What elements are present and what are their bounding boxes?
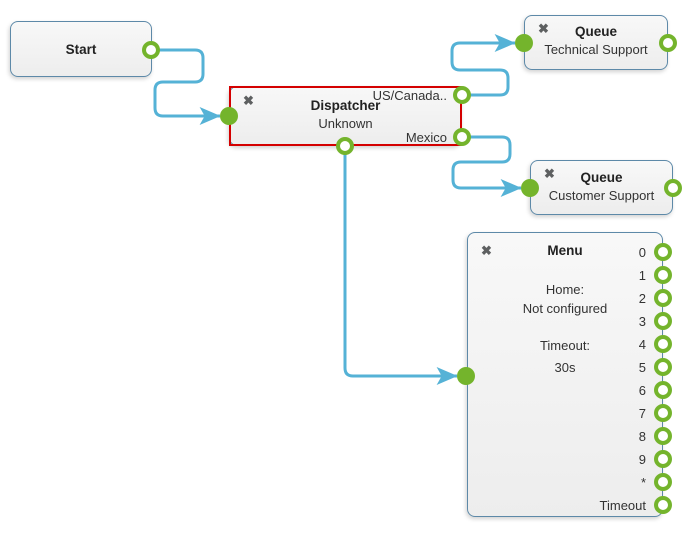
menu-port-label-1: 1: [638, 268, 646, 283]
node-queue-customer-support[interactable]: ✖ Queue Customer Support: [530, 160, 673, 215]
menu-home-value: Not configured: [522, 301, 608, 316]
output-label-mexico: Mexico: [405, 130, 447, 145]
node-queue-technical-support[interactable]: ✖ Queue Technical Support: [524, 15, 668, 70]
port-menu-8[interactable]: [654, 427, 672, 445]
menu-home-label: Home:: [545, 282, 585, 297]
port-menu-input[interactable]: [457, 367, 475, 385]
menu-port-label-star: *: [640, 475, 646, 490]
menu-port-label-timeout: Timeout: [599, 498, 646, 513]
port-menu-7[interactable]: [654, 404, 672, 422]
port-queue-technical-output[interactable]: [659, 34, 677, 52]
node-menu[interactable]: ✖ Menu Home: Not configured Timeout: 30s…: [467, 232, 663, 517]
delete-icon[interactable]: ✖: [481, 243, 492, 258]
port-menu-3[interactable]: [654, 312, 672, 330]
port-dispatcher-mexico[interactable]: [453, 128, 471, 146]
menu-timeout-label: Timeout:: [539, 338, 591, 353]
delete-icon[interactable]: ✖: [538, 21, 549, 36]
node-start[interactable]: Start: [10, 21, 152, 77]
queue-title: Queue: [580, 170, 623, 185]
dispatcher-subtitle: Unknown: [318, 116, 373, 131]
port-dispatcher-input[interactable]: [220, 107, 238, 125]
port-dispatcher-us-canada[interactable]: [453, 86, 471, 104]
menu-timeout-value: 30s: [554, 360, 576, 375]
port-menu-4[interactable]: [654, 335, 672, 353]
menu-title: Menu: [547, 243, 583, 258]
menu-port-label-7: 7: [638, 406, 646, 421]
port-dispatcher-bottom[interactable]: [336, 137, 354, 155]
port-menu-star[interactable]: [654, 473, 672, 491]
port-queue-technical-input[interactable]: [515, 34, 533, 52]
menu-port-label-8: 8: [638, 429, 646, 444]
port-menu-6[interactable]: [654, 381, 672, 399]
connection-start-to-dispatcher[interactable]: [151, 48, 221, 125]
port-menu-timeout[interactable]: [654, 496, 672, 514]
start-title: Start: [65, 42, 97, 57]
port-menu-1[interactable]: [654, 266, 672, 284]
port-menu-0[interactable]: [654, 243, 672, 261]
delete-icon[interactable]: ✖: [243, 93, 254, 108]
dispatcher-title: Dispatcher: [310, 98, 381, 113]
queue-subtitle: Technical Support: [544, 42, 648, 57]
menu-port-label-9: 9: [638, 452, 646, 467]
connection-mexico-to-customer-queue[interactable]: [451, 135, 522, 197]
delete-icon[interactable]: ✖: [544, 166, 555, 181]
menu-port-label-4: 4: [638, 337, 646, 352]
connection-uscanada-to-technical-queue[interactable]: [450, 34, 516, 97]
menu-port-label-3: 3: [638, 314, 646, 329]
connection-dispatcher-to-menu[interactable]: [343, 146, 458, 385]
menu-port-label-2: 2: [638, 291, 646, 306]
queue-subtitle: Customer Support: [548, 188, 655, 203]
menu-port-label-6: 6: [638, 383, 646, 398]
port-menu-9[interactable]: [654, 450, 672, 468]
menu-port-label-5: 5: [638, 360, 646, 375]
port-menu-5[interactable]: [654, 358, 672, 376]
port-start-output[interactable]: [142, 41, 160, 59]
port-queue-customer-input[interactable]: [521, 179, 539, 197]
output-label-us-canada: US/Canada..: [372, 88, 447, 103]
node-dispatcher[interactable]: ✖ Dispatcher Unknown US/Canada.. Mexico: [229, 86, 462, 146]
port-menu-2[interactable]: [654, 289, 672, 307]
queue-title: Queue: [574, 24, 617, 39]
menu-port-label-0: 0: [638, 245, 646, 260]
port-queue-customer-output[interactable]: [664, 179, 682, 197]
